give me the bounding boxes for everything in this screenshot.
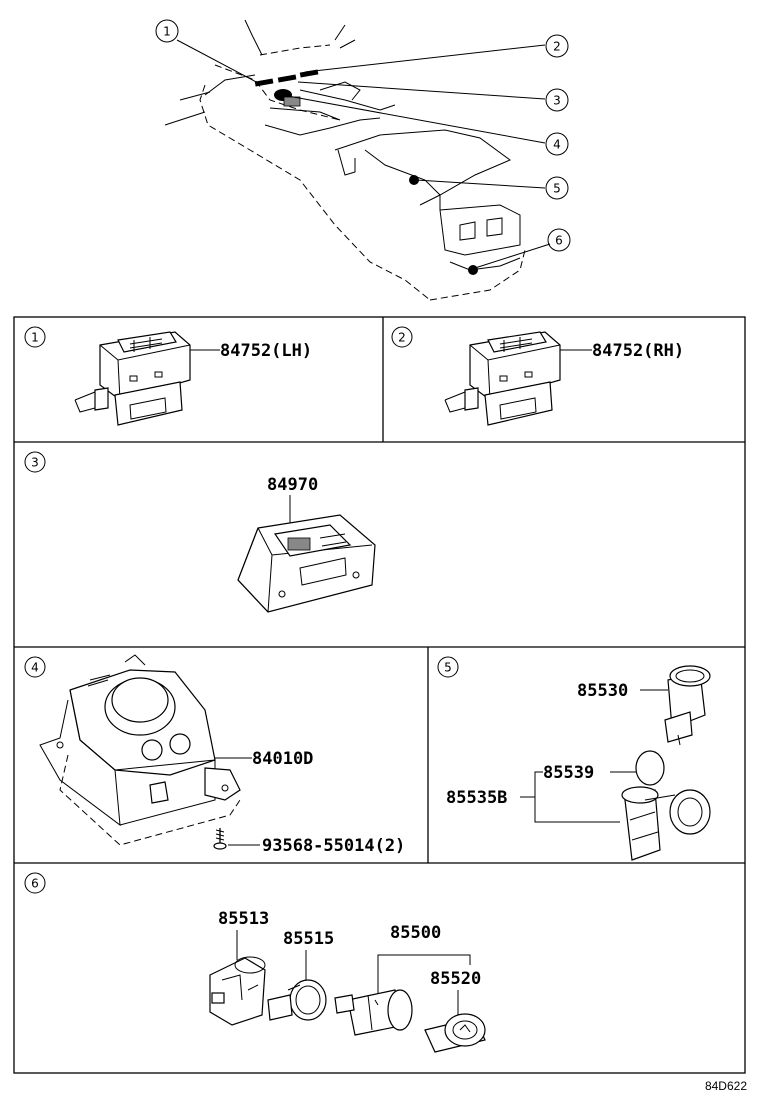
socket-85500-drawing [334,989,413,1036]
panel-grid [13,316,746,1074]
part-85513: 85513 [218,909,269,929]
part-84010d: 84010D [252,749,313,769]
part-85520: 85520 [430,969,481,989]
svg-text:3: 3 [31,456,39,470]
switch-panel-drawing [237,514,376,613]
svg-text:5: 5 [553,182,561,196]
lighter-drawing [664,665,711,746]
ring-85515-drawing [267,979,327,1021]
part-84752-lh: 84752(LH) [220,341,312,361]
svg-text:4: 4 [553,138,561,152]
svg-text:6: 6 [555,234,563,248]
panel-6: 6 85513 85515 85500 85520 [24,872,486,1053]
cap-drawing [635,750,665,786]
callout-3: 3 [545,88,569,112]
svg-text:3: 3 [553,94,561,108]
controller-drawing [39,654,241,846]
part-84970: 84970 [267,475,318,495]
switch-rh-drawing [444,331,561,426]
ring-85513-drawing [209,956,266,1026]
part-85515: 85515 [283,929,334,949]
part-93568-55014: 93568-55014(2) [262,836,405,856]
part-85535b: 85535B [446,788,507,808]
panel-1: 1 84752(LH) [24,326,312,426]
part-85500: 85500 [390,923,441,943]
panel-5: 5 85530 85539 85535B [437,656,711,861]
part-85530: 85530 [577,681,628,701]
socket-drawing [621,786,711,861]
screw-drawing [213,828,227,850]
callout-1: 1 [155,19,179,43]
part-85539: 85539 [543,763,594,783]
callout-5: 5 [545,176,569,200]
panel-4: 4 84010D 93568-55014(2) [24,654,405,856]
lighter-85520-drawing [424,1013,486,1053]
svg-text:6: 6 [31,877,39,891]
callout-4: 4 [545,132,569,156]
panel-2: 2 84752(RH) [391,326,684,426]
svg-text:4: 4 [31,661,39,675]
svg-text:1: 1 [31,331,39,345]
part-84752-rh: 84752(RH) [592,341,684,361]
svg-text:2: 2 [398,331,406,345]
switch-lh-drawing [74,331,191,426]
callout-6: 6 [547,228,571,252]
diagram-code: 84D622 [705,1079,747,1093]
console-overview: 1 2 3 4 5 6 [155,19,571,301]
svg-text:2: 2 [553,40,561,54]
callout-2: 2 [545,34,569,58]
svg-text:1: 1 [163,25,171,39]
panel-3: 3 84970 [24,451,376,613]
svg-text:5: 5 [444,661,452,675]
